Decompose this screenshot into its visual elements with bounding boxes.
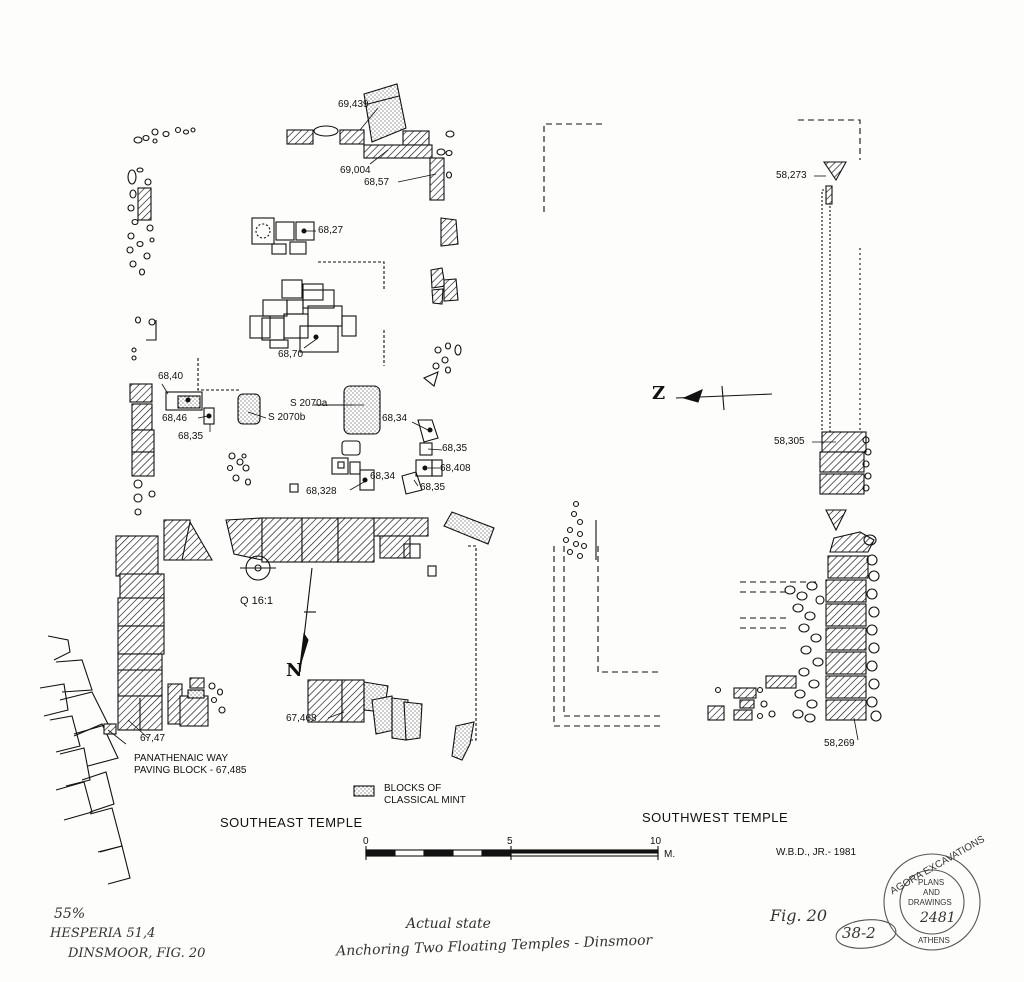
label-68-34-north: 68,34 [382, 413, 408, 424]
block-cluster-67-468 [167, 677, 475, 761]
scale-bar [365, 846, 659, 860]
block-cluster-68-27 [251, 217, 385, 290]
north-label-southeast: N [286, 660, 303, 681]
southeast-east-edge [468, 545, 477, 741]
block-cluster-68-40 [165, 358, 381, 435]
north-arrow-southwest [682, 388, 703, 403]
label-68-27: 68,27 [318, 225, 344, 236]
label-68-35-east: 68,35 [442, 443, 468, 454]
label-panathenaic-way: PANATHENAIC WAY [134, 753, 229, 764]
panathenaic-way-paving [39, 635, 131, 885]
stamp-line-3: DRAWINGS [908, 898, 952, 907]
stamp-bottom: ATHENS [918, 936, 950, 945]
southeast-south-wall [225, 511, 495, 581]
label-paving-block: PAVING BLOCK - 67,485 [134, 765, 247, 776]
handwritten-scale-note: 55% [54, 906, 86, 922]
label-68-46: 68,46 [162, 413, 188, 424]
label-68-70: 68,70 [278, 349, 304, 360]
label-58-269: 58,269 [824, 738, 855, 749]
north-label-southwest: Z [652, 383, 666, 404]
southwest-east-wall-line [821, 189, 831, 441]
north-arrow-southeast [299, 632, 309, 667]
label-69-004: 69,004 [340, 165, 371, 176]
handwritten-fig-number: 38-2 [842, 924, 876, 942]
label-s2070b: S 2070b [268, 412, 306, 423]
block-cluster-68-70 [249, 279, 385, 366]
label-69-439: 69,439 [338, 99, 369, 110]
northeast-block-cluster [286, 83, 459, 305]
label-68-35-south: 68,35 [420, 482, 446, 493]
agora-stamp [835, 853, 981, 951]
leader-lines [107, 107, 859, 745]
label-58-305: 58,305 [774, 436, 805, 447]
southwest-temple-outline [543, 119, 861, 727]
legend-line-1: BLOCKS OF [384, 783, 442, 794]
label-58-273: 58,273 [776, 170, 807, 181]
southeast-temple-title: SOUTHEAST TEMPLE [220, 815, 363, 830]
handwritten-dinsmoor-note: DINSMOOR, FIG. 20 [68, 946, 206, 961]
label-68-408: 68,408 [440, 463, 471, 474]
scale-unit: M. [664, 849, 676, 860]
label-68-328: 68,328 [306, 486, 337, 497]
rubble-stones-center [148, 452, 252, 498]
handwritten-fig-label: Fig. 20 [770, 906, 827, 925]
handwritten-hesperia-note: HESPERIA 51,4 [50, 926, 156, 941]
label-s2070a: S 2070a [290, 398, 328, 409]
handwritten-caption-1: Actual state [406, 916, 491, 932]
stamp-line-2: AND [923, 888, 940, 897]
scale-tick-5: 5 [507, 836, 513, 847]
label-68-35-west: 68,35 [178, 431, 204, 442]
label-68-34-south: 68,34 [370, 471, 396, 482]
rubble-stones-southwest [562, 436, 882, 723]
rubble-stones-north [126, 126, 462, 387]
drafter-credit: W.B.D., JR.- 1981 [776, 847, 857, 858]
label-68-57: 68,57 [364, 177, 390, 188]
grid-reference: Q 16:1 [240, 595, 274, 607]
stamp-line-1: PLANS [918, 878, 945, 887]
southwest-east-wall [707, 161, 875, 721]
southeast-west-wall [115, 383, 213, 731]
stamp-number: 2481 [920, 910, 956, 926]
small-blocks-east [289, 419, 443, 495]
southwest-temple-title: SOUTHWEST TEMPLE [642, 810, 789, 825]
label-68-40: 68,40 [158, 371, 184, 382]
scale-tick-10: 10 [650, 836, 662, 847]
scale-tick-0: 0 [363, 836, 369, 847]
legend-swatch [353, 785, 375, 797]
label-67-47: 67,47 [140, 733, 166, 744]
legend-line-2: CLASSICAL MINT [384, 795, 466, 806]
label-67-468: 67,468 [286, 713, 317, 724]
